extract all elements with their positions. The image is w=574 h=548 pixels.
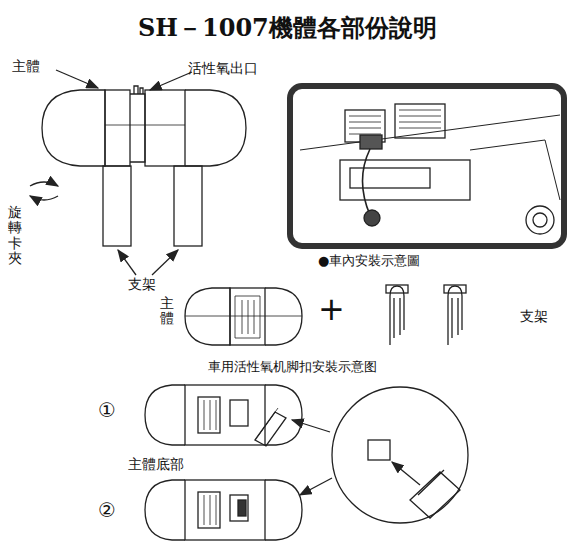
part-label: 支架 xyxy=(128,276,156,294)
part-label: 主體 xyxy=(160,296,174,327)
figure-caption: ●車內安裝示意圖 xyxy=(318,252,420,270)
figure-caption: 車用活性氧机脚扣安裝示意图 xyxy=(208,358,377,376)
callout-number: ② xyxy=(98,498,116,522)
title: SH－1007機體各部份說明 xyxy=(138,12,437,44)
plus-sign: + xyxy=(318,290,345,328)
part-label: 主體 xyxy=(12,58,40,76)
part-label: 活性氧出口 xyxy=(188,60,258,78)
callout-number: ① xyxy=(98,398,116,422)
part-label: 支架 xyxy=(520,308,548,326)
part-label: 主體底部 xyxy=(128,456,184,474)
part-label: 旋轉卡夾 xyxy=(8,205,22,267)
